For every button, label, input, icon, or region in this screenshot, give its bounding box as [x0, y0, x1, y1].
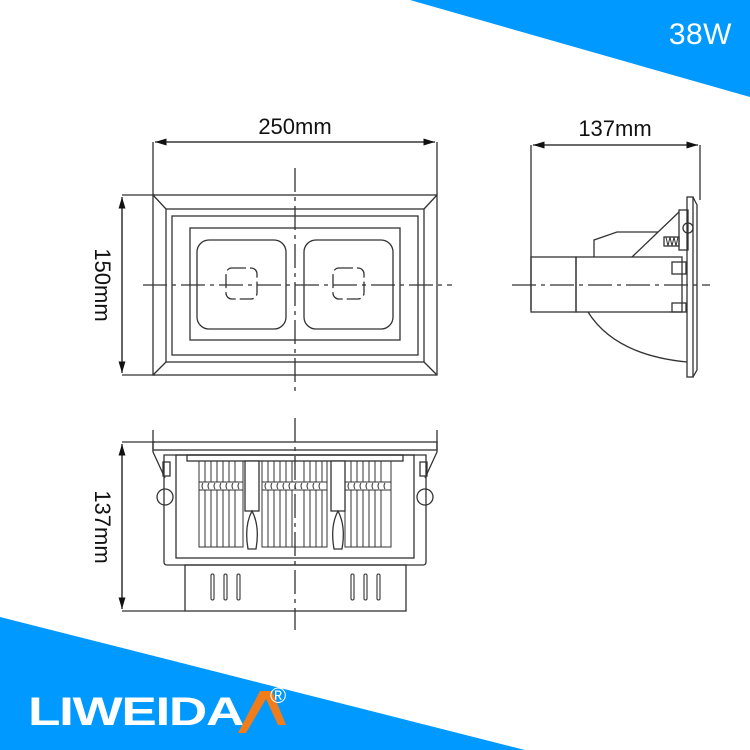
elevation-height-label: 137mm: [90, 490, 115, 563]
front-view: 250mm 150mm: [90, 114, 452, 392]
registered-mark: ®: [270, 683, 286, 708]
brand-logo: LIWEIDA ®: [28, 683, 286, 733]
front-width-label: 250mm: [258, 114, 331, 139]
bottom-blue-banner: [0, 617, 525, 750]
front-height-label: 150mm: [90, 248, 115, 321]
side-view: 137mm: [512, 116, 710, 378]
top-blue-banner: [410, 0, 750, 97]
brand-name: LIWEIDA: [28, 690, 243, 733]
side-depth-label: 137mm: [578, 116, 651, 141]
brand-accent-chevron: [238, 691, 286, 733]
elevation-view: 137mm: [90, 418, 438, 630]
wattage-badge: 38W: [668, 18, 732, 51]
